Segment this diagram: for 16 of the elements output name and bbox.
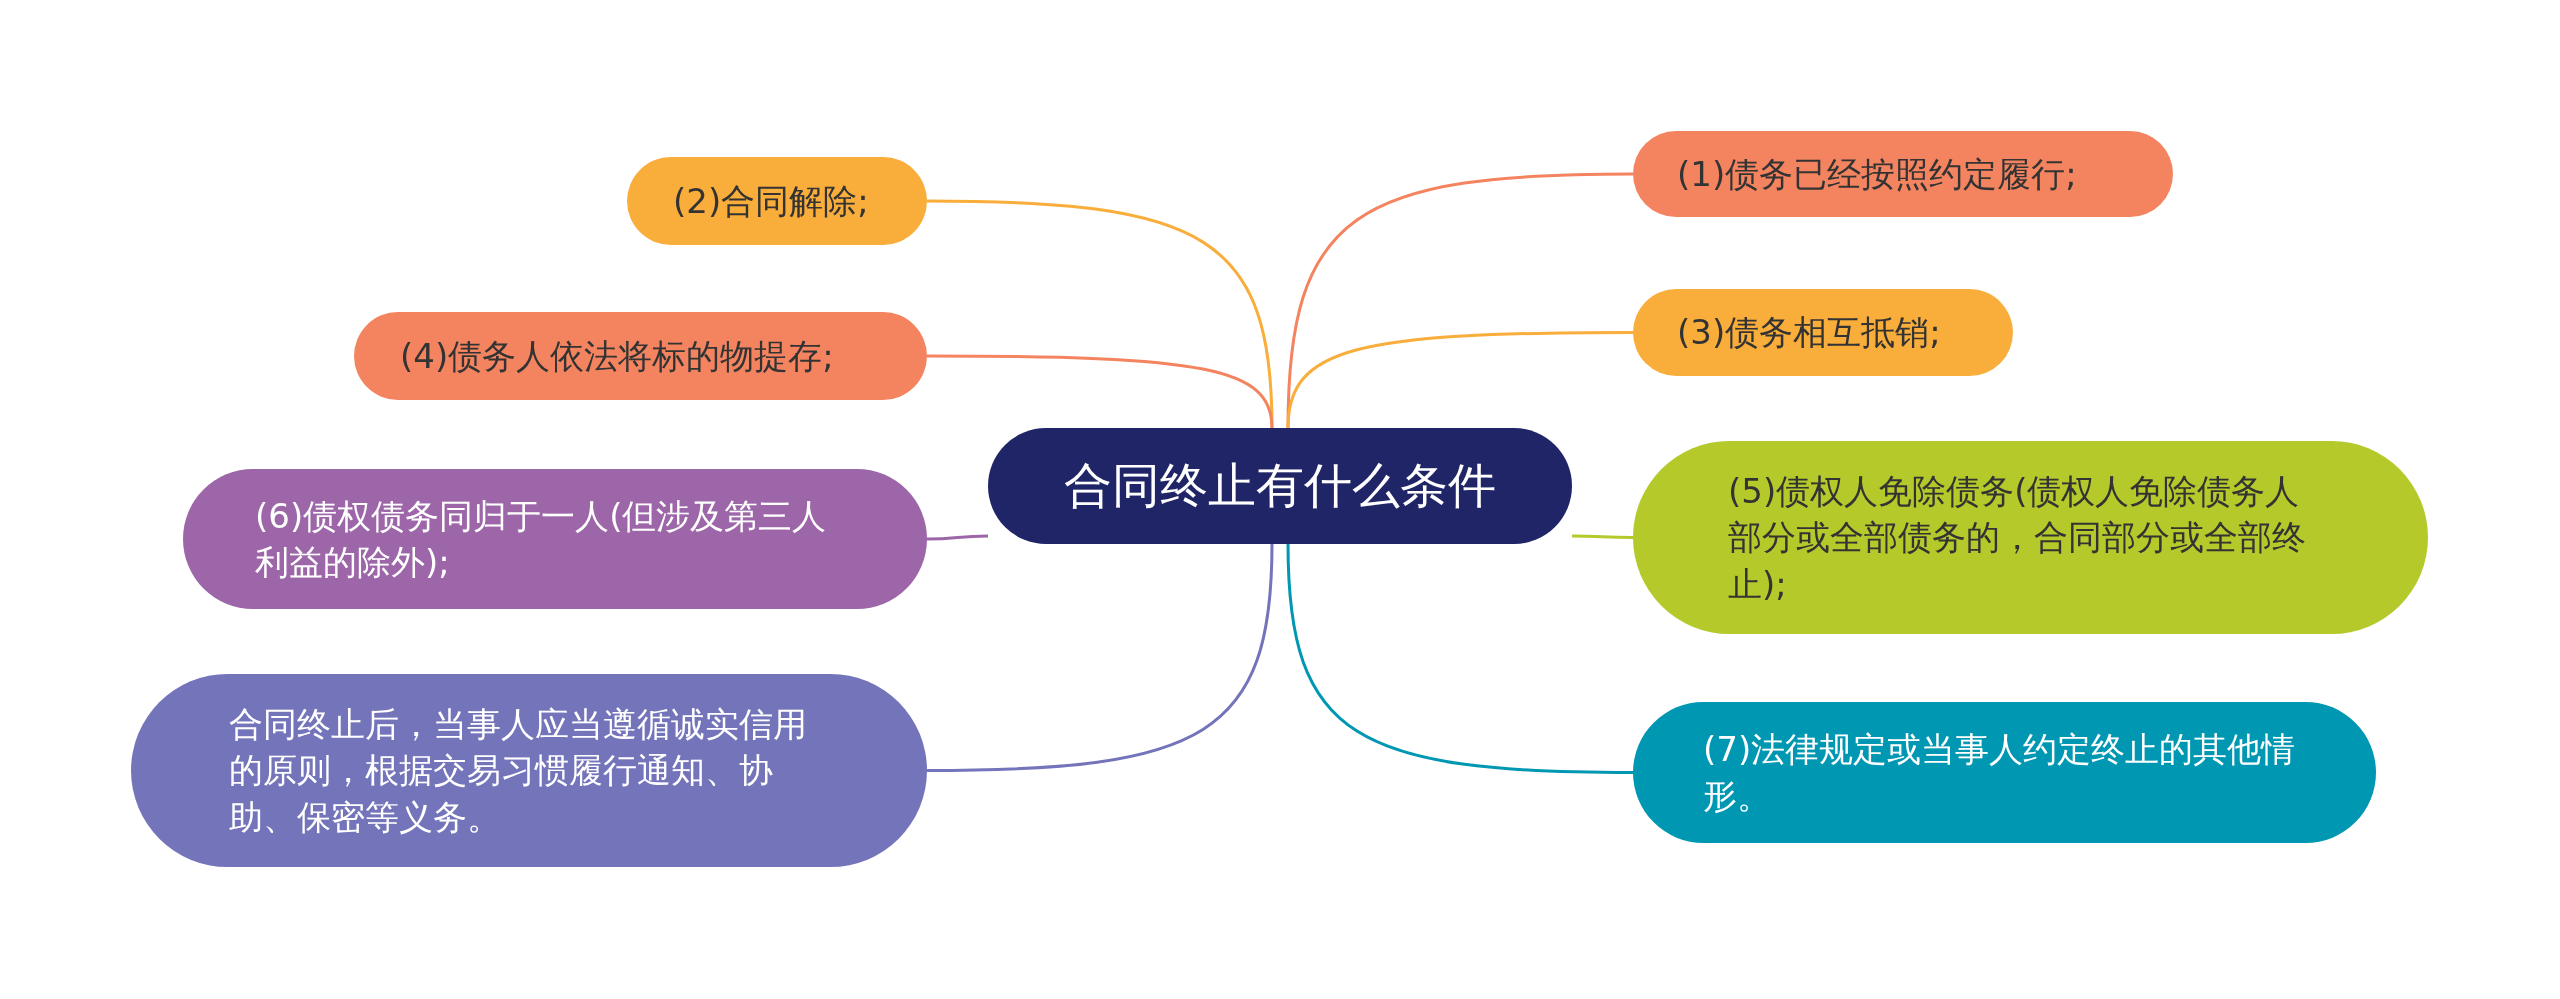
topic-text: 合同终止后，当事人应当遵循诚实信用的原则，根据交易习惯履行通知、协助、保密等义务。: [229, 703, 808, 839]
topic-text: (2)合同解除;: [673, 179, 869, 223]
connector-line: [927, 534, 988, 541]
topic-text: (4)债务人依法将标的物提存;: [400, 334, 834, 378]
topic-text: (3)债务相互抵销;: [1677, 311, 1941, 355]
topic-text: (7)法律规定或当事人约定终止的其他情形。: [1703, 728, 2297, 818]
connector-line: [1286, 331, 1633, 429]
topic-text: (6)债权债务同归于一人(但涉及第三人利益的除外);: [255, 494, 828, 584]
connector-line: [1286, 172, 1633, 429]
connector-line: [1572, 534, 1633, 539]
topic-text: (1)债务已经按照约定履行;: [1677, 152, 2077, 196]
topic-text: 合同终止有什么条件: [1064, 456, 1496, 516]
connector-line: [927, 354, 1274, 429]
connector-line: [1286, 543, 1633, 774]
connector-line: [927, 543, 1274, 772]
topic-text: (5)债权人免除债务(债权人免除债务人部分或全部债务的，合同部分或全部终止);: [1728, 470, 2307, 606]
